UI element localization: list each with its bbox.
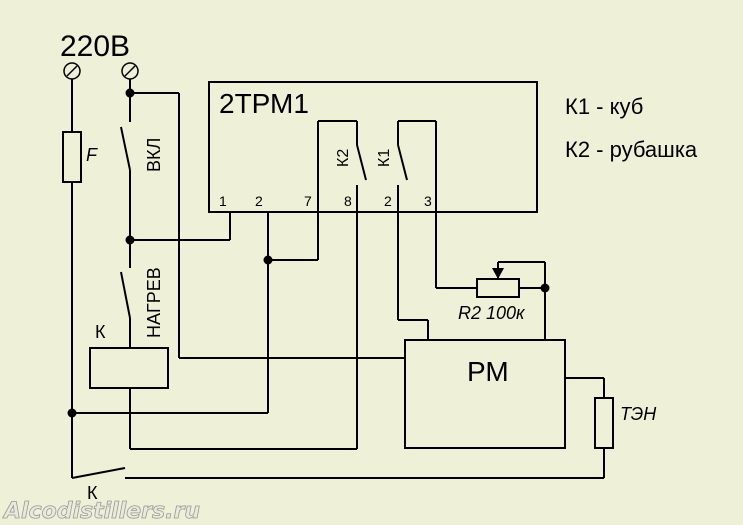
heater-label: ТЭН: [620, 404, 657, 424]
relay-contact-label: К: [87, 483, 98, 503]
controller-box: [208, 81, 538, 213]
terminal-label: 8: [344, 193, 352, 209]
supply-terminal-right: [121, 62, 139, 80]
junction-dot: [125, 235, 135, 245]
relay-contact-blade: [71, 467, 126, 479]
terminal-label: 3: [424, 193, 432, 209]
terminal-label: 1: [219, 193, 227, 209]
junction-dot: [125, 88, 135, 98]
relay-k2-contact: [317, 120, 367, 449]
resistor-label: R2 100к: [458, 303, 526, 323]
heater-symbol: [594, 397, 614, 449]
heater-wiring: [125, 377, 605, 479]
relay-k1-contact: [397, 120, 437, 340]
terminal-label: 2: [255, 193, 263, 209]
relay-coil: [89, 347, 169, 389]
switch-on-label: ВКЛ: [144, 138, 164, 172]
relay-label: К: [95, 322, 106, 342]
fuse-label: F: [86, 145, 98, 165]
watermark: Alcodistillers.ru: [2, 499, 200, 524]
terminal-label: 7: [304, 193, 312, 209]
fuse-symbol: [62, 131, 82, 183]
switch-on-blade: [120, 126, 131, 171]
legend-line-1: К1 - куб: [565, 94, 643, 119]
resistor-symbol: [476, 278, 520, 298]
relay-k2-label: К2: [335, 149, 352, 167]
junction-dot: [540, 283, 550, 293]
switch-heat-label: НАГРЕВ: [144, 267, 164, 338]
relay-k1-label: К1: [376, 149, 393, 167]
supply-terminal-left: [63, 62, 81, 80]
junction-dot: [263, 255, 273, 265]
power-regulator-box: [404, 339, 566, 449]
junction-dot: [67, 408, 77, 418]
switch-heat-blade: [120, 271, 131, 319]
supply-voltage-label: 220В: [60, 30, 130, 63]
power-regulator-label: РМ: [467, 356, 509, 387]
resistor-wiring: [435, 212, 546, 340]
terminal-label: 2: [384, 193, 392, 209]
right-wire: [72, 79, 405, 450]
wiper-arrow: [492, 268, 504, 279]
legend-line-2: К2 - рубашка: [565, 137, 698, 162]
controller-name: 2ТРМ1: [219, 88, 309, 119]
